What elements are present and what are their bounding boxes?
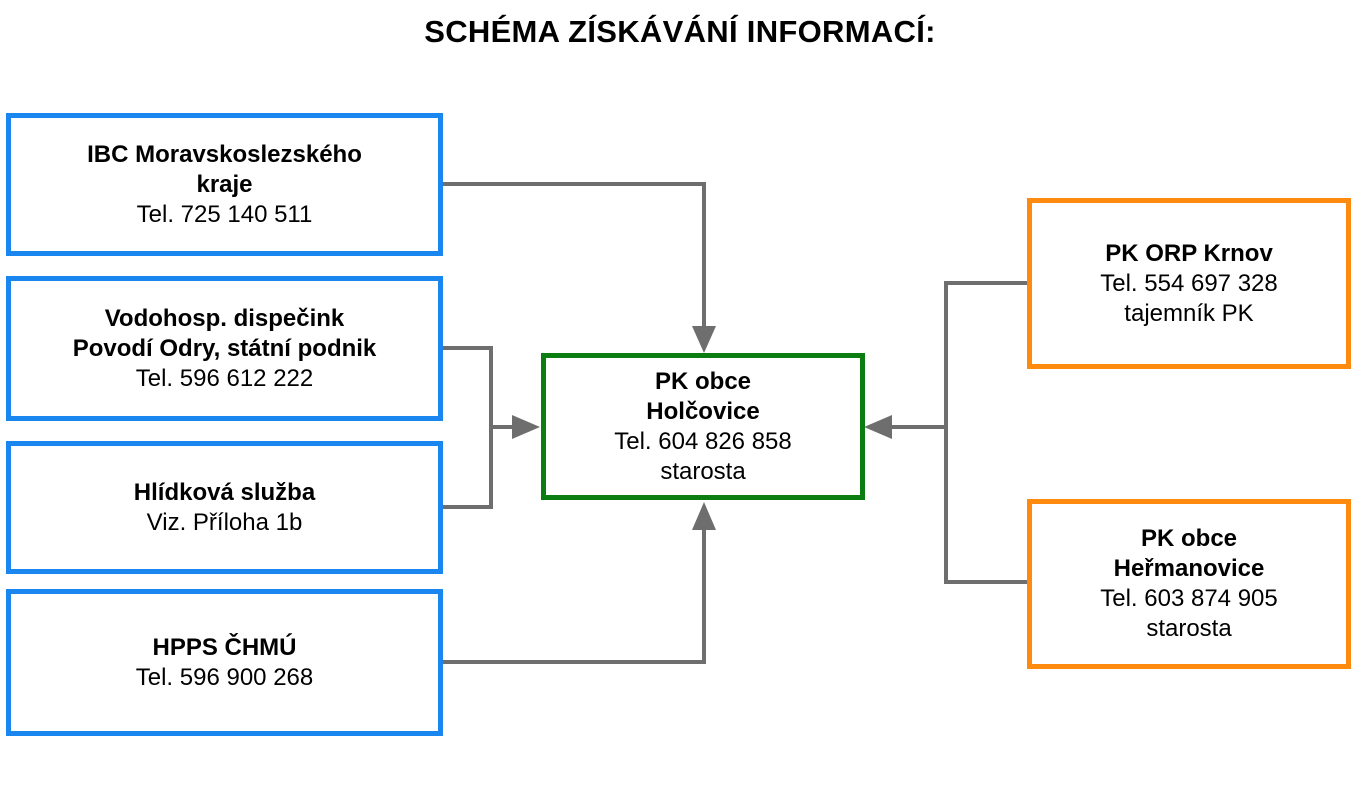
arrowhead-right	[864, 415, 892, 439]
box-name-line: Holčovice	[646, 397, 760, 425]
box-phone: Tel. 554 697 328	[1100, 269, 1278, 297]
box-name-line: PK obce	[1140, 525, 1238, 552]
box-phone: Tel. 596 612 222	[135, 364, 314, 392]
box-name-line: PK ORP Krnov	[1105, 239, 1273, 267]
arrowhead-left	[512, 415, 540, 439]
box-name-line: Heřmanovice	[1113, 555, 1265, 582]
target-box-hermanovice: PK obce Heřmanovice Tel. 603 874 905 sta…	[1027, 499, 1351, 669]
connector-krnov	[944, 281, 1029, 427]
arrowhead-bottom	[692, 502, 716, 530]
source-box-hlidkova: Hlídková služba Viz. Příloha 1b	[6, 441, 443, 574]
source-box-vodohosp: Vodohosp. dispečink Povodí Odry, státní …	[6, 276, 443, 421]
connector-hermanovice	[944, 427, 1029, 584]
box-detail: Viz. Příloha 1b	[146, 508, 303, 536]
box-name-line: HPPS ČHMÚ	[152, 633, 297, 661]
box-phone: Tel. 604 826 858	[614, 427, 792, 455]
connector-ibc-to-center	[441, 182, 706, 328]
box-role: starosta	[1146, 615, 1232, 642]
box-role: starosta	[660, 457, 746, 485]
box-phone: Tel. 596 900 268	[135, 663, 314, 691]
box-name-line: Povodí Odry, státní podnik	[72, 334, 377, 362]
box-phone: Tel. 725 140 511	[136, 200, 313, 228]
box-name-line: PK obce	[654, 367, 752, 395]
target-box-krnov: PK ORP Krnov Tel. 554 697 328 tajemník P…	[1027, 198, 1351, 369]
box-phone: Tel. 603 874 905	[1100, 585, 1278, 612]
box-name-line: Hlídková služba	[133, 478, 316, 506]
connector-hlidkova	[441, 427, 493, 509]
diagram-title: SCHÉMA ZÍSKÁVÁNÍ INFORMACÍ:	[424, 14, 936, 49]
box-role: tajemník PK	[1124, 299, 1254, 327]
box-name-line: IBC Moravskoslezského	[87, 140, 362, 168]
box-name-line: kraje	[196, 170, 253, 198]
connector-vodohosp	[441, 346, 493, 427]
box-name-line: Vodohosp. dispečink	[104, 304, 345, 332]
source-box-ibc: IBC Moravskoslezského kraje Tel. 725 140…	[6, 113, 443, 256]
center-box-holcovice: PK obce Holčovice Tel. 604 826 858 staro…	[541, 353, 865, 500]
arrowhead-top	[692, 326, 716, 353]
connector-hpps-to-center	[441, 528, 706, 664]
source-box-hpps: HPPS ČHMÚ Tel. 596 900 268	[6, 589, 443, 736]
